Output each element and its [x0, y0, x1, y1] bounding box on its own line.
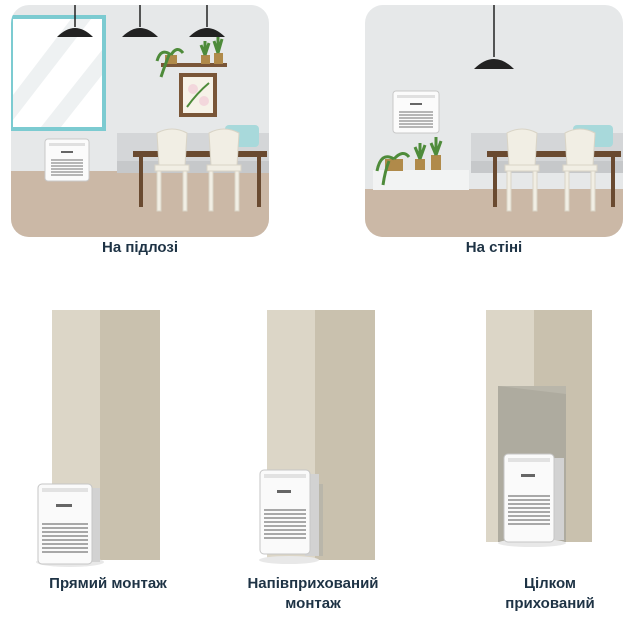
table-icon [487, 151, 621, 207]
semi-install-figure [255, 310, 385, 575]
unit-icon [44, 138, 90, 182]
unit-icon [37, 483, 100, 565]
flower-painting-icon [179, 73, 217, 117]
wall-caption: На стіні [465, 239, 523, 256]
unit-icon [503, 453, 564, 543]
pendant-lamp-icon [474, 5, 514, 69]
pendant-lamp-icon [122, 5, 158, 37]
chair-icon [206, 128, 242, 212]
floor-scene [11, 5, 269, 237]
floor-caption: На підлозі [101, 239, 178, 256]
table-icon [133, 151, 267, 207]
full-install-caption: Цілком прихований [470, 574, 630, 614]
wall-scene [365, 5, 623, 237]
direct-install-caption: Прямий монтаж [49, 575, 167, 592]
full-install-figure [478, 310, 598, 575]
plant-icon [413, 143, 427, 170]
plant-icon [199, 41, 211, 64]
semi-install-caption: Напівприхований монтаж [225, 574, 401, 614]
window-icon [11, 15, 106, 131]
full-install-caption-line1: Цілком [523, 575, 577, 592]
full-install-caption-line2: прихований [505, 595, 595, 612]
chair-icon [154, 128, 190, 212]
semi-install-caption-line2: монтаж [285, 595, 341, 612]
plant-icon [375, 152, 411, 186]
semi-install-caption-line1: Напівприхований [247, 575, 379, 592]
direct-install-figure [30, 310, 170, 575]
plant-icon [212, 37, 224, 64]
pendant-lamp-icon [57, 5, 93, 37]
plant-icon [155, 48, 185, 78]
unit-icon [259, 469, 319, 556]
chair-icon [504, 128, 540, 212]
plant-icon [429, 137, 443, 170]
pendant-lamp-icon [189, 5, 225, 37]
chair-icon [562, 128, 598, 212]
unit-icon [392, 90, 440, 134]
